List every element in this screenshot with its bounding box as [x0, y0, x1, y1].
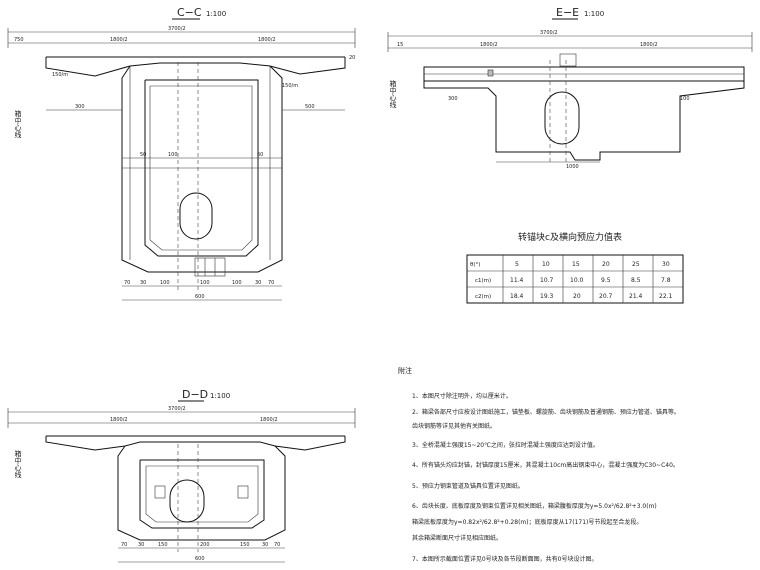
cc-dim-left: 750	[14, 37, 24, 43]
note-line: 6、齿块长度、底板厚度及钢束位置详见相关图纸，箱梁腹板厚度为y=5.0x²/62…	[412, 502, 657, 510]
dd-bottom-dim: 30	[262, 542, 268, 548]
note-line: 箱梁底板厚度为y=0.82x²/62.8²+0.28(m)；底板厚度从17(17…	[412, 518, 642, 526]
table-col-header: 5	[515, 261, 519, 268]
table-row-header: θ(°)	[470, 262, 480, 268]
dd-bottom-dim: 150	[158, 542, 168, 548]
table-cell: 20.7	[599, 293, 613, 300]
ee-dim-top-total: 3700/2	[540, 30, 558, 36]
section-ee-scale: 1:100	[584, 10, 604, 18]
table-col-header: 15	[572, 261, 580, 268]
dd-dim-half-left: 1800/2	[110, 417, 128, 423]
cc-dim-60: 60	[257, 152, 263, 158]
cc-dim-150-right: 150/m	[282, 83, 298, 89]
cc-bottom-dim: 100	[200, 280, 210, 286]
table-cell: 10.0	[570, 277, 584, 284]
section-dd: D−D 1:100 3700/2 1800/2 1800/2 箱中心线 70 3…	[7, 388, 356, 563]
section-ee: E−E 1:100 3700/2 15 1800/2 1800/2 300 10…	[387, 6, 753, 170]
cc-bottom-dim: 70	[124, 280, 130, 286]
table-col-header: 30	[662, 261, 670, 268]
cc-bottom-dim: 30	[140, 280, 146, 286]
table-cell: 7.8	[661, 277, 671, 284]
note-line: 4、所有锚头均应封锚，封锚厚度15厘米，其混凝土10cm高出钢束中心，混凝土强度…	[412, 461, 679, 469]
dd-bottom-dim: 70	[121, 542, 127, 548]
section-cc-title: C−C	[177, 6, 202, 19]
section-ee-title: E−E	[556, 6, 579, 19]
note-line: 2、箱梁各部尺寸应按设计图纸施工，锚垫板、螺旋筋、齿块钢筋及普通钢筋、预应力管道…	[412, 408, 680, 416]
table-row-header: c2(m)	[475, 294, 491, 300]
note-line: 其余箱梁断面尺寸详见相应图纸。	[412, 534, 502, 542]
cc-bottom-dim: 30	[255, 280, 261, 286]
dd-bottom-dims: 70 30 150 200 150 30 70	[121, 542, 280, 548]
notes-heading: 附注	[398, 366, 412, 375]
notes: 附注 1、本图尺寸除注明外，均以厘米计。 2、箱梁各部尺寸应按设计图纸施工，锚垫…	[398, 366, 680, 563]
cc-bottom-dim: 100	[160, 280, 170, 286]
dd-bottom-dim: 30	[138, 542, 144, 548]
cc-dim-300: 300	[75, 104, 85, 110]
table-cell: 9.5	[601, 277, 611, 284]
table-col-header: 20	[602, 261, 610, 268]
dd-dim-top-total: 3700/2	[168, 406, 186, 412]
table-cell: 8.5	[631, 277, 641, 284]
dd-dim-half-right: 1800/2	[260, 417, 278, 423]
table-col-header: 10	[542, 261, 550, 268]
table-cell: 18.4	[510, 293, 524, 300]
note-line: 5、预应力钢束管道及锚具位置详见图纸。	[412, 482, 524, 490]
cc-dim-100: 100	[168, 152, 178, 158]
cc-bottom-dim: 70	[268, 280, 274, 286]
cc-side-label: 箱中心线	[14, 109, 22, 138]
table-col-header: 25	[632, 261, 640, 268]
table-title: 转锚块c及横向预应力值表	[518, 231, 622, 243]
cc-dim-side: 20	[349, 55, 355, 61]
dd-bottom-dim: 150	[240, 542, 250, 548]
cc-dim-half-left: 1800/2	[110, 37, 128, 43]
cc-dim-half-right: 1800/2	[258, 37, 276, 43]
table-cell: 11.4	[510, 277, 524, 284]
section-cc-scale: 1:100	[206, 10, 226, 18]
cc-dim-total: 600	[195, 294, 205, 300]
table-cell: 19.3	[540, 293, 554, 300]
cc-dim-50: 50	[140, 152, 146, 158]
ee-side-label: 箱中心线	[389, 79, 397, 108]
table-cell: 20	[573, 293, 581, 300]
table-cell: 22.1	[659, 293, 673, 300]
param-table: 转锚块c及横向预应力值表 θ(°) c1(m) c2(m) 5 10 15 20…	[466, 231, 684, 304]
table-cell: 21.4	[629, 293, 643, 300]
note-line: 3、全桥混凝土强度15~20℃之间，张拉时混凝土强度应达到设计值。	[412, 441, 599, 449]
cc-dim-150-left: 150/m	[52, 72, 68, 78]
dd-side-label: 箱中心线	[14, 449, 22, 478]
note-line: 齿块钢筋等详见其他有关图纸。	[412, 422, 496, 430]
ee-dim-300: 300	[448, 96, 458, 102]
table-cell: 10.7	[540, 277, 554, 284]
table-row-header: c1(m)	[475, 278, 491, 284]
ee-dim-half-left: 1800/2	[480, 42, 498, 48]
ee-dim-half-right: 1800/2	[640, 42, 658, 48]
cc-bottom-dims: 70 30 100 100 100 30 70	[124, 280, 274, 286]
cc-bottom-dim: 100	[232, 280, 242, 286]
dd-dim-total: 600	[195, 556, 205, 562]
section-dd-title: D−D	[182, 388, 208, 401]
cc-dim-top-total: 3700/2	[168, 26, 186, 32]
ee-dim-bottom: 1000	[566, 164, 579, 170]
dd-bottom-dim: 70	[274, 542, 280, 548]
section-cc: C−C 1:100 3700/2 750 1800/2 1800/2	[7, 6, 355, 301]
dd-bottom-dim: 200	[200, 542, 210, 548]
ee-dim-100: 100	[680, 96, 690, 102]
section-dd-scale: 1:100	[210, 392, 230, 400]
cc-dim-500: 500	[305, 104, 315, 110]
note-line: 1、本图尺寸除注明外，均以厘米计。	[412, 392, 512, 400]
ee-dim-left: 15	[397, 42, 403, 48]
note-line: 7、本图所示截面位置详见0号块及各节段断面图，共有0号块设计图。	[412, 555, 597, 563]
